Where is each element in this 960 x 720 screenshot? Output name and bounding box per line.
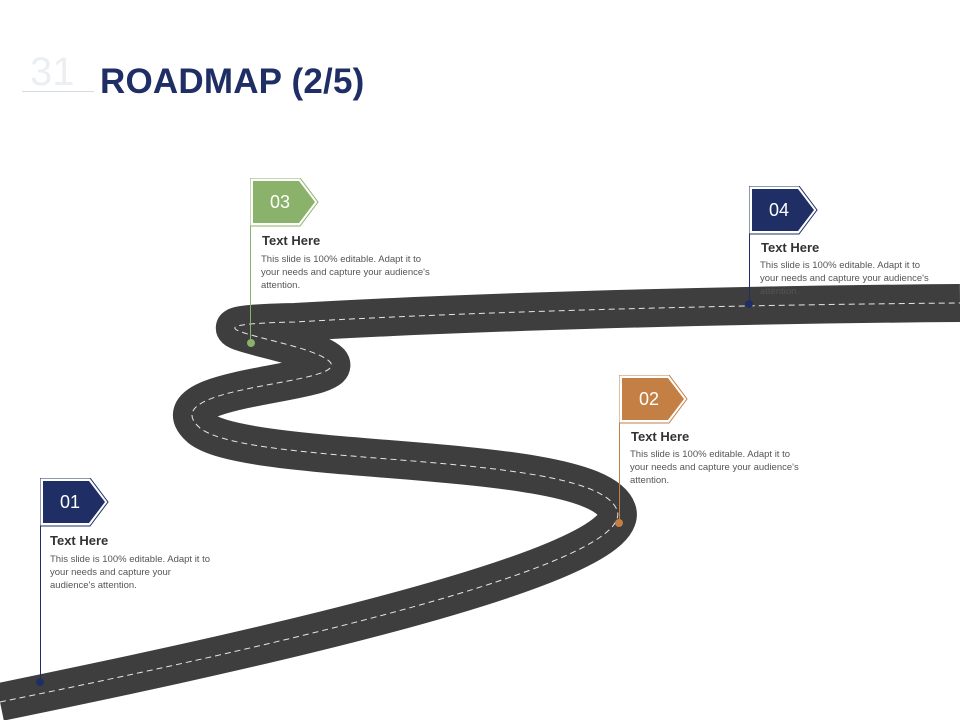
milestone-03-badge: 03	[250, 178, 320, 228]
milestone-02-line	[619, 398, 620, 522]
pentagon-arrow-icon	[40, 478, 109, 527]
milestone-02-title: Text Here	[631, 429, 690, 444]
milestone-02-dot	[615, 519, 623, 527]
pentagon-arrow-icon	[250, 178, 319, 227]
milestone-03-line	[250, 200, 251, 342]
milestone-01-badge: 01	[40, 478, 110, 528]
milestone-01-body: This slide is 100% editable. Adapt it to…	[50, 554, 211, 591]
pentagon-arrow-icon	[749, 186, 818, 235]
milestone-03-body: This slide is 100% editable. Adapt it to…	[261, 254, 430, 291]
milestone-04-line	[749, 210, 750, 304]
slide-title: ROADMAP (2/5)	[100, 62, 365, 101]
milestone-04-title: Text Here	[761, 240, 820, 255]
milestone-03-dot	[247, 339, 255, 347]
milestone-01-dot	[36, 678, 44, 686]
slide-number-underline	[22, 91, 94, 92]
milestone-04-number: 04	[768, 200, 790, 220]
milestone-02-badge: 02	[619, 375, 689, 425]
milestone-03-number: 03	[269, 192, 291, 212]
milestone-02-number: 02	[638, 389, 660, 409]
milestone-01-number: 01	[59, 492, 81, 512]
road-center-line	[0, 302, 960, 703]
milestone-01-line	[40, 500, 41, 682]
milestone-04-badge: 04	[749, 186, 819, 236]
milestone-03-title: Text Here	[262, 233, 321, 248]
milestone-04-dot	[745, 300, 753, 308]
road-surface	[0, 284, 960, 720]
slide-number: 31	[30, 50, 75, 94]
milestone-02-body: This slide is 100% editable. Adapt it to…	[630, 449, 799, 486]
pentagon-arrow-icon	[619, 375, 688, 424]
milestone-04-body: This slide is 100% editable. Adapt it to…	[760, 260, 929, 297]
milestone-01-title: Text Here	[50, 533, 109, 548]
